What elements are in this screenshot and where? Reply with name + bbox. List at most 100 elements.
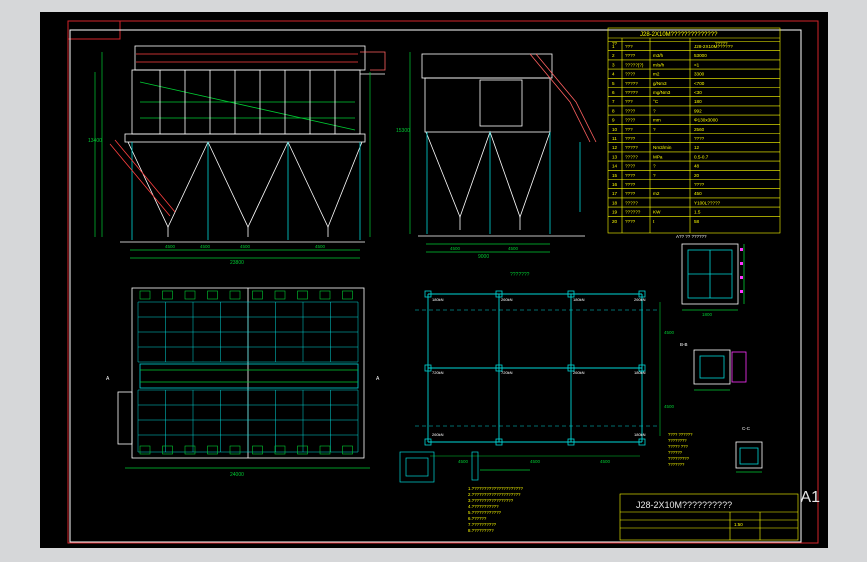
- bay-marker: [207, 445, 218, 455]
- bay-marker: [229, 445, 241, 455]
- spec-cell: KW: [653, 210, 661, 215]
- side-height: 15300: [396, 128, 410, 134]
- spec-cell: 4: [612, 72, 615, 77]
- spec-cell: 16: [612, 182, 618, 187]
- spec-cell: 12: [694, 145, 700, 150]
- spec-cell: ?: [653, 108, 656, 113]
- spec-cell: ????: [625, 191, 636, 196]
- spec-cell: ?: [653, 127, 656, 132]
- bay-marker: [139, 445, 151, 455]
- plan-overall-width: 24000: [230, 472, 244, 478]
- spec-table-title: J28-2X10M??????????????: [640, 32, 718, 38]
- foundation-load: 260kN: [432, 432, 444, 437]
- inner-frame: [69, 29, 802, 543]
- spec-cell: 20: [694, 173, 700, 178]
- spec-cell: ???: [625, 44, 633, 49]
- front-sub-dim-1: 4500: [165, 244, 176, 249]
- plan-view: [117, 287, 370, 469]
- spec-cell: 53000: [694, 53, 707, 58]
- small-notes: ???? ??????????????????? ???????????????…: [668, 432, 693, 467]
- spec-cell: MPa: [653, 154, 663, 159]
- bay-marker: [252, 290, 263, 300]
- spec-cell: ????: [625, 182, 636, 187]
- small-note-line: ???????: [668, 462, 685, 467]
- spec-cell: ????: [625, 108, 636, 113]
- bay-marker: [184, 290, 196, 300]
- foundation-load: 720kN: [501, 370, 513, 375]
- side-overall-width: 9000: [478, 254, 489, 260]
- plan-section-label-left: A: [106, 376, 110, 382]
- spec-cell: ?????: [625, 90, 638, 95]
- spec-cell: Φ130x3000: [694, 118, 718, 123]
- foundation-pier: [424, 364, 432, 372]
- side-sub-dim-2: 4500: [508, 246, 519, 251]
- spec-cell: 8: [612, 108, 615, 113]
- technical-notes: 1.?????????????????????2.???????????????…: [468, 486, 523, 533]
- spec-cell: mm: [653, 118, 661, 123]
- detail-inlet-title: A?? ?? ??????: [676, 234, 707, 239]
- spec-cell: 7: [612, 99, 615, 104]
- outer-frame: [67, 20, 819, 544]
- spec-cell: ????: [625, 136, 636, 141]
- bay-marker: [162, 445, 173, 455]
- foundation-title: ???????: [510, 272, 530, 278]
- spec-header-no: ??: [612, 41, 618, 46]
- bay-marker: [229, 290, 241, 300]
- foundation-load: 180kN: [634, 370, 646, 375]
- bay-marker: [274, 290, 286, 300]
- spec-cell: ????: [694, 136, 705, 141]
- bay-marker: [184, 445, 196, 455]
- foundation-load: 260kN: [501, 297, 513, 302]
- spec-cell: ?????: [625, 145, 638, 150]
- spec-cell: 9: [612, 118, 615, 123]
- bay-marker: [297, 290, 308, 300]
- spec-cell: <700: [694, 81, 705, 86]
- front-sub-dim-2: 4500: [200, 244, 211, 249]
- spec-cell: m2: [653, 72, 660, 77]
- note-line: 5.????????????: [468, 510, 502, 515]
- spec-cell: J28-2X10M??????: [694, 44, 733, 49]
- title-block-scale: 1:50: [734, 522, 743, 527]
- foundation-load: 260kN: [634, 297, 646, 302]
- spec-cell: ????: [625, 219, 636, 224]
- foundation-load: 180kN: [634, 432, 646, 437]
- spec-cell: ???: [625, 127, 633, 132]
- front-overall-width: 23800: [230, 260, 244, 266]
- note-line: 3.?????????????????: [468, 498, 514, 503]
- foundation-plan: [415, 293, 661, 457]
- spec-cell: Y100L?????: [694, 200, 721, 205]
- plan-section-label-right: A: [376, 376, 380, 382]
- cad-drawing: 23800 13400 4500 4500 4500 4500 9000 153…: [67, 20, 819, 544]
- spec-header-value: ?????: [715, 41, 728, 46]
- spec-cell: 20: [612, 219, 618, 224]
- spec-cell: ????: [694, 182, 705, 187]
- foundation-pier: [638, 438, 646, 446]
- foundation-pier: [638, 364, 646, 372]
- spec-cell: 1.5: [694, 210, 701, 215]
- spec-cell: mg/Nm3: [653, 90, 671, 95]
- bay-marker: [319, 290, 331, 300]
- foundation-pier: [567, 290, 575, 298]
- spec-cell: 180: [694, 99, 702, 104]
- note-line: 4.???????????: [468, 504, 499, 509]
- detail-inlet-size: 1800: [702, 312, 713, 317]
- side-elevation: [418, 53, 597, 237]
- drawing-sheet: 23800 13400 4500 4500 4500 4500 9000 153…: [40, 12, 828, 548]
- spec-cell: 3: [612, 62, 615, 67]
- front-sub-dim-4: 4500: [315, 244, 326, 249]
- title-block-name: J28-2X10M??????????: [636, 500, 732, 510]
- spec-cell: 450: [694, 191, 702, 196]
- spec-cell: 0.5-0.7: [694, 154, 709, 159]
- spec-cell: 10: [612, 127, 618, 132]
- column-base-detail: [399, 451, 530, 483]
- front-elevation: [109, 45, 386, 243]
- spec-cell: 17: [612, 191, 618, 196]
- foundation-pier: [424, 290, 432, 298]
- spec-cell: 2: [612, 53, 615, 58]
- bay-marker: [207, 290, 218, 300]
- spec-cell: ??????: [625, 210, 641, 215]
- spec-cell: ???: [625, 99, 633, 104]
- bay-marker: [319, 445, 331, 455]
